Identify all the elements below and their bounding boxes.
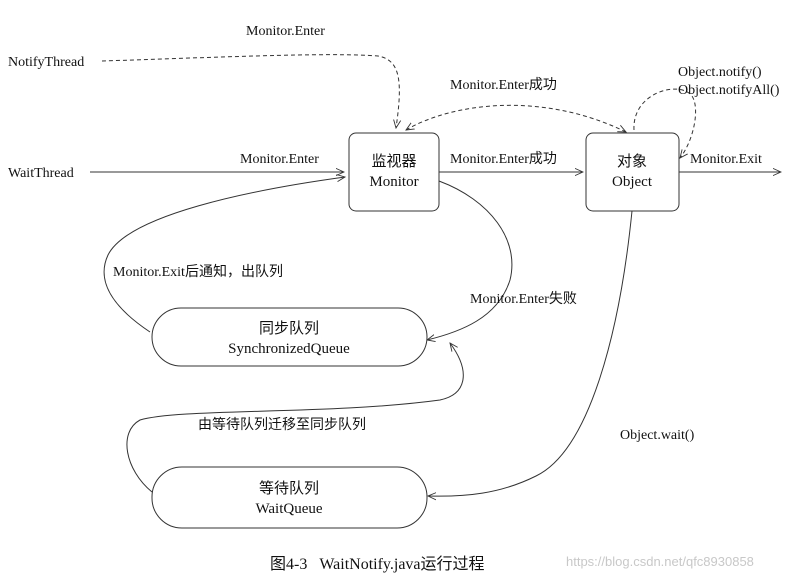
edge-notify-to-monitor	[101, 54, 399, 128]
object-node: 对象 Object	[585, 132, 680, 212]
object-label-en: Object	[612, 174, 653, 190]
edge-label-wait-enter: Monitor.Enter	[240, 152, 319, 167]
sync-queue-node: 同步队列 SynchronizedQueue	[151, 307, 428, 367]
object-label-cn: 对象	[617, 153, 647, 170]
wait-queue-node: 等待队列 WaitQueue	[151, 466, 428, 529]
edge-label-move-to-sync: 由等待队列迁移至同步队列	[198, 416, 366, 433]
figure-caption: 图4-3 WaitNotify.java运行过程	[270, 555, 485, 573]
edge-label-exit: Monitor.Exit	[690, 152, 762, 167]
watermark: https://blog.csdn.net/qfc8930858	[566, 554, 754, 569]
edge-label-enter-success-mid: Monitor.Enter成功	[450, 151, 557, 167]
edge-waitqueue-to-sync	[126, 343, 464, 493]
edge-object-to-waitqueue	[428, 210, 633, 496]
wait-queue-label-cn: 等待队列	[259, 479, 319, 497]
edge-label-enter-success-top: Monitor.Enter成功	[450, 77, 557, 93]
edge-label-notify: Object.notify()	[678, 65, 762, 80]
sync-queue-label-cn: 同步队列	[259, 320, 319, 337]
sync-queue-label-en: SynchronizedQueue	[228, 341, 350, 357]
edge-monitor-object-dashed	[406, 104, 626, 132]
wait-thread-label: WaitThread	[8, 166, 74, 181]
edge-label-notifyall: Object.notifyAll()	[678, 83, 780, 98]
wait-queue-label-en: WaitQueue	[255, 501, 322, 517]
edge-label-object-wait: Object.wait()	[620, 428, 695, 443]
notify-thread-label: NotifyThread	[8, 55, 84, 70]
edge-sync-to-monitor	[103, 177, 345, 333]
monitor-node: 监视器 Monitor	[348, 132, 440, 212]
monitor-label-en: Monitor	[369, 174, 418, 190]
edge-label-enter-fail: Monitor.Enter失败	[470, 291, 577, 307]
edge-label-exit-notify-dequeue: Monitor.Exit后通知，出队列	[113, 263, 283, 280]
monitor-label-cn: 监视器	[371, 153, 416, 170]
edge-label-notify-enter: Monitor.Enter	[246, 24, 325, 39]
edge-monitor-to-sync	[427, 180, 513, 340]
